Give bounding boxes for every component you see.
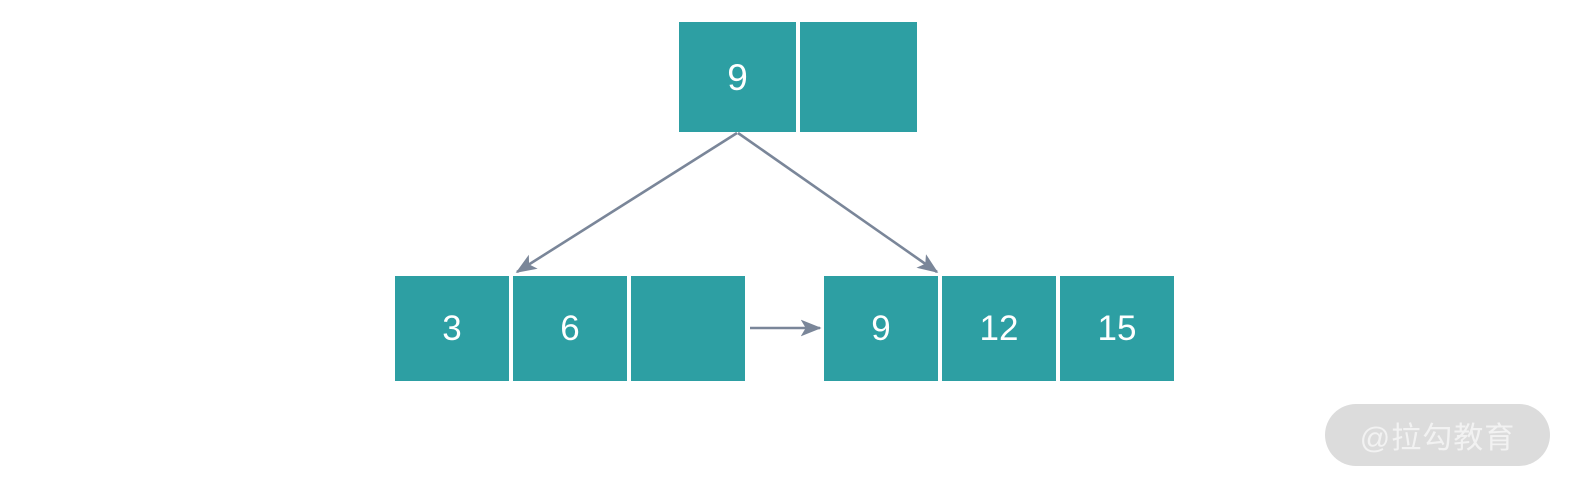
root-node: 9 [679, 22, 917, 132]
leaf-left-cell-1: 6 [513, 276, 627, 381]
leaf-left-cell-0: 3 [395, 276, 509, 381]
edge-root-to-right-leaf [737, 131, 939, 274]
root-cell-1-empty [800, 22, 917, 132]
leaf-node-right: 9 12 15 [824, 276, 1174, 381]
edge-root-to-left-leaf [515, 131, 738, 274]
leaf-right-cell-1: 12 [942, 276, 1056, 381]
leaf-right-cell-2: 15 [1060, 276, 1174, 381]
watermark-text: @拉勾教育 [1359, 422, 1516, 455]
leaf-node-left: 3 6 [395, 276, 745, 381]
leaf-right-cell-0: 9 [824, 276, 938, 381]
leaf-left-cell-2-empty [631, 276, 745, 381]
root-cell-0: 9 [679, 22, 796, 132]
watermark-badge: @拉勾教育 [1325, 404, 1550, 466]
